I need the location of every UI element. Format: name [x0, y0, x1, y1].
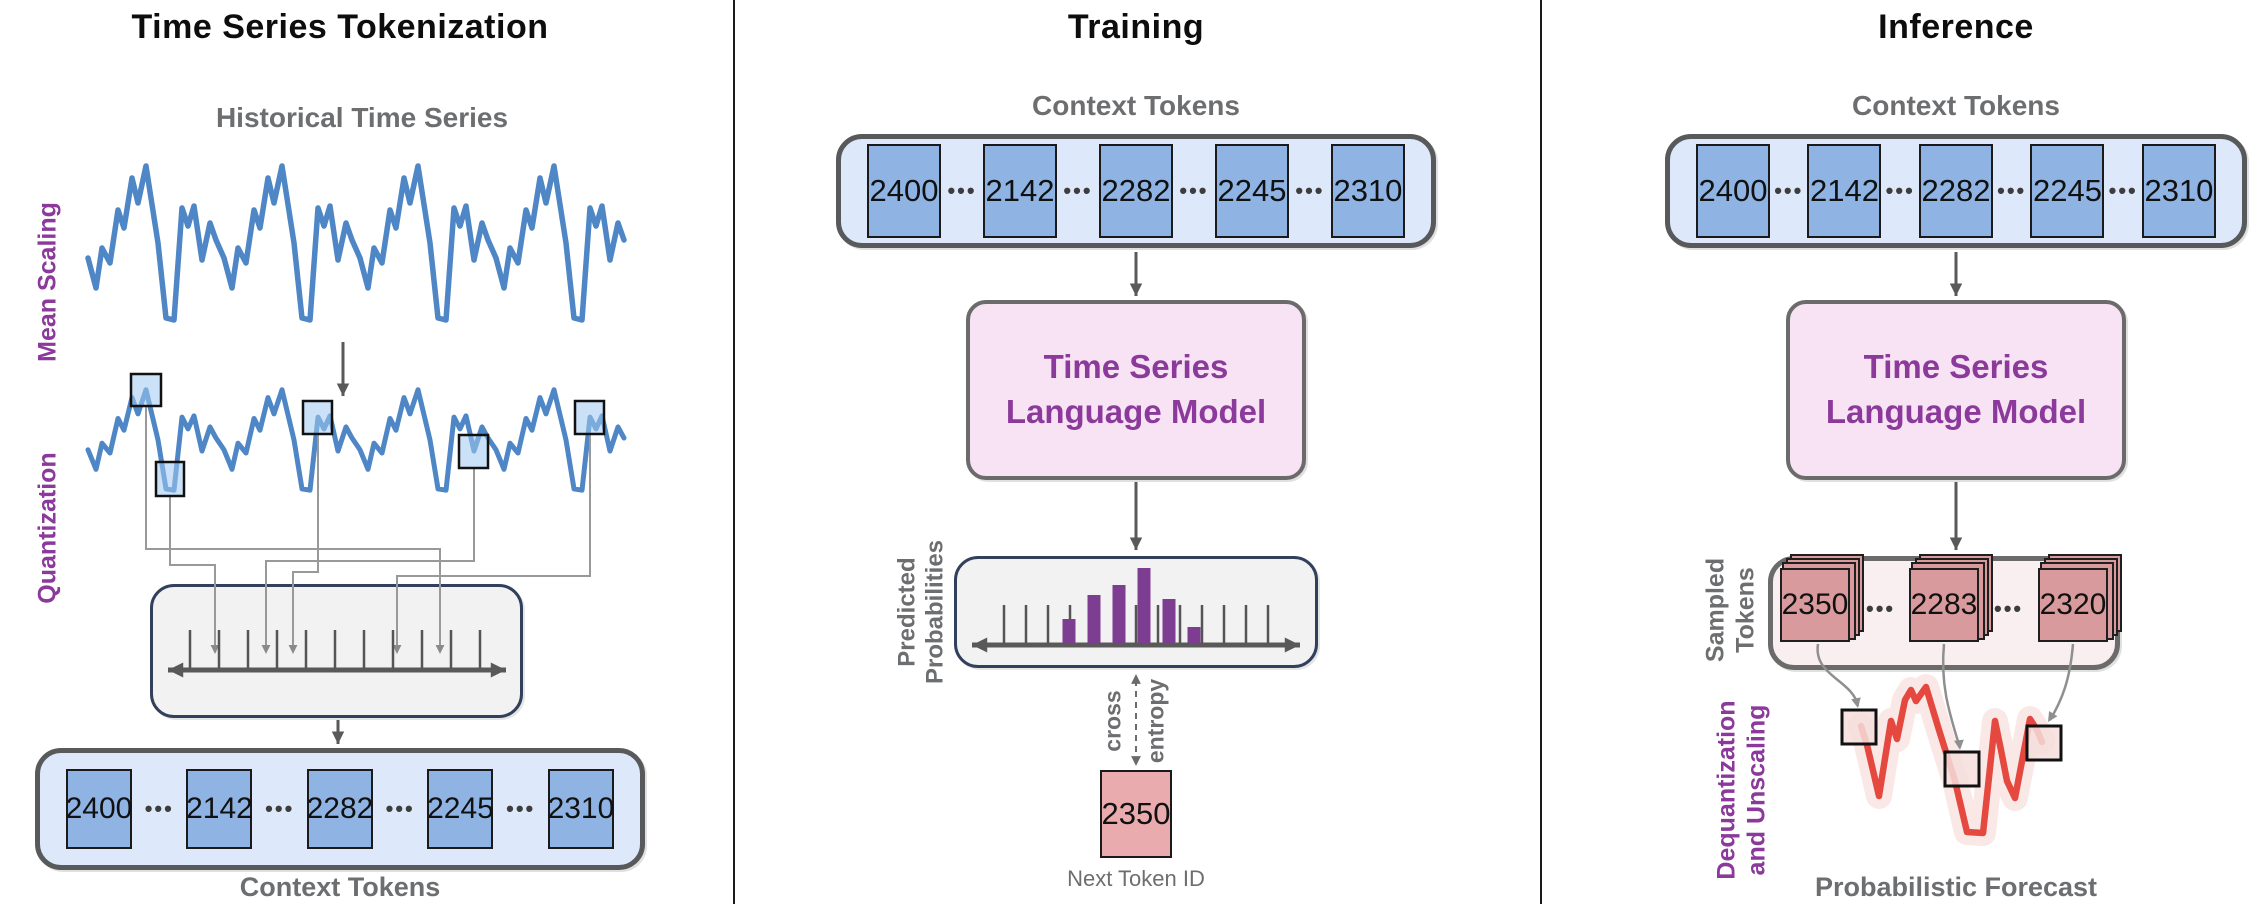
model-label-line1: Time Series [1863, 348, 2049, 386]
token: 2310 [2141, 144, 2216, 238]
sampled-tokens-label: Sampled Tokens [1702, 558, 1761, 662]
token: 2400 [1696, 144, 1770, 238]
quantization-label: Quantization [33, 452, 62, 604]
token: 2142 [1807, 144, 1882, 238]
mean-scaling-label: Mean Scaling [33, 202, 62, 362]
ellipsis-icon: ••• [1063, 178, 1093, 203]
token: 2142 [186, 769, 253, 849]
token: 2310 [548, 769, 614, 849]
historical-series-label: Historical Time Series [215, 102, 509, 133]
cross-entropy-label-word1: cross [1099, 690, 1126, 752]
dequant-label-line1: Dequantization [1712, 700, 1741, 880]
ellipsis-icon: ••• [1994, 596, 2024, 621]
ellipsis-icon: ••• [1866, 596, 1896, 621]
sampled-token-card: 2350 [1780, 568, 1850, 642]
ellipsis-icon: ••• [506, 796, 536, 821]
ellipsis-icon: ••• [1179, 178, 1209, 203]
time-series-language-model-box: Time Series Language Model [966, 300, 1306, 480]
context-tokens-container: 2400 ••• 2142 ••• 2282 ••• 2245 ••• 2310 [35, 748, 645, 870]
training-title: Training [1067, 8, 1205, 46]
ellipsis-icon: ••• [385, 796, 415, 821]
sampled-token-card: 2283 [1909, 568, 1979, 642]
context-tokens-label: Context Tokens [1852, 90, 2060, 121]
tokenization-title: Time Series Tokenization [131, 8, 549, 46]
token: 2245 [1214, 144, 1289, 238]
token: 2282 [307, 769, 373, 849]
sampled-label-line2: Tokens [1731, 567, 1759, 653]
ellipsis-icon: ••• [144, 796, 174, 821]
probabilistic-forecast-label: Probabilistic Forecast [1814, 872, 2098, 902]
token: 2400 [867, 144, 941, 238]
panel-divider-2 [1540, 0, 1542, 904]
token: 2310 [1330, 144, 1405, 238]
sampled-label-line1: Sampled [1701, 557, 1730, 663]
next-token-id-label: Next Token ID [1067, 866, 1205, 891]
ellipsis-icon: ••• [265, 796, 295, 821]
context-tokens-container: 2400 ••• 2142 ••• 2282 ••• 2245 ••• 2310 [1665, 134, 2247, 248]
context-tokens-label: Context Tokens [1032, 90, 1240, 121]
ellipsis-icon: ••• [947, 178, 977, 203]
quantization-bins-box [150, 584, 523, 718]
predicted-label-line1: Predicted [893, 557, 921, 667]
ellipsis-icon: ••• [1295, 178, 1325, 203]
predicted-label-line2: Probabilities [922, 539, 949, 685]
sampled-token-card: 2320 [2038, 568, 2108, 642]
cross-entropy-label-word2: entropy [1142, 678, 1169, 764]
token: 2282 [1098, 144, 1173, 238]
context-tokens-container: 2400 ••• 2142 ••• 2282 ••• 2245 ••• 2310 [836, 134, 1436, 248]
dequantization-unscaling-label: Dequantization and Unscaling [1713, 700, 1772, 879]
dequant-label-line2: and Unscaling [1742, 704, 1770, 876]
token: 2245 [2030, 144, 2105, 238]
predicted-probabilities-label: Predicted Probabilities [894, 540, 951, 684]
ellipsis-icon: ••• [2108, 178, 2138, 203]
context-tokens-label: Context Tokens [239, 872, 441, 902]
model-label-line2: Language Model [1825, 393, 2087, 430]
token: 2245 [427, 769, 494, 849]
model-label-line2: Language Model [1005, 393, 1267, 430]
ellipsis-icon: ••• [1774, 178, 1804, 203]
model-label-line1: Time Series [1043, 348, 1229, 386]
token: 2142 [982, 144, 1057, 238]
token: 2400 [66, 769, 132, 849]
inference-title: Inference [1878, 8, 2034, 46]
panel-divider-1 [733, 0, 735, 904]
time-series-language-model-box: Time Series Language Model [1786, 300, 2126, 480]
predicted-probabilities-box [954, 556, 1318, 668]
ellipsis-icon: ••• [1997, 178, 2027, 203]
token: 2282 [1918, 144, 1993, 238]
next-token-box: 2350 [1100, 770, 1172, 858]
ellipsis-icon: ••• [1885, 178, 1915, 203]
